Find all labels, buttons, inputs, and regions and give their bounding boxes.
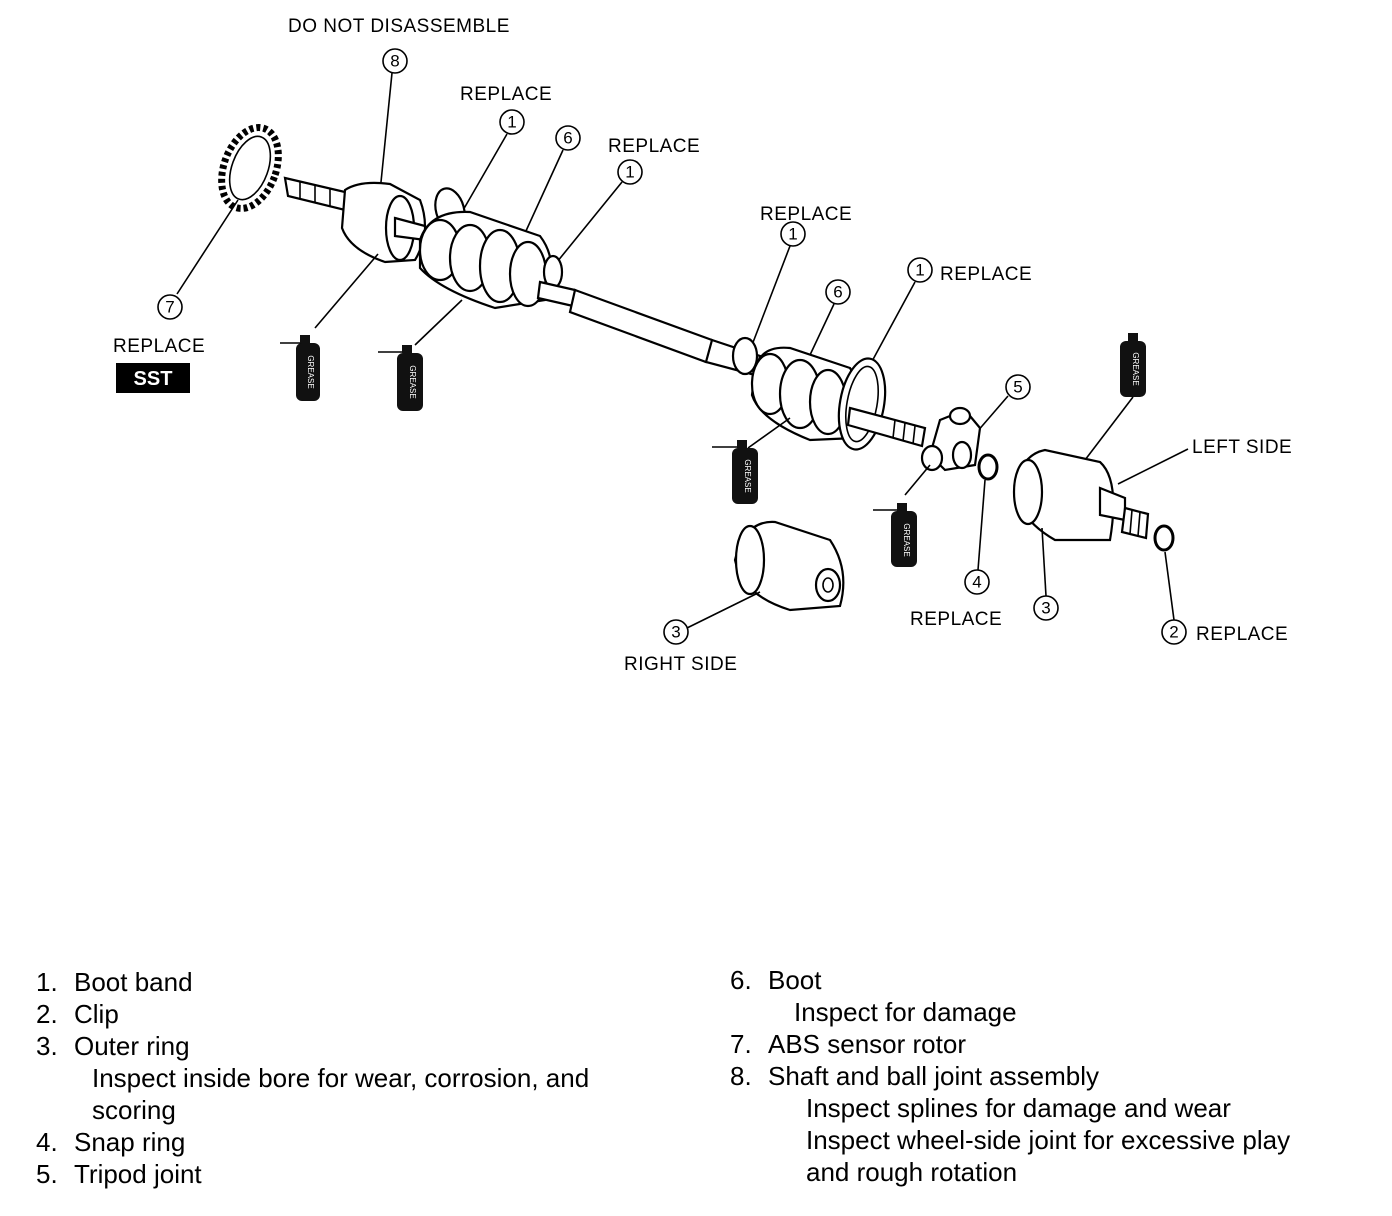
abs-sensor-rotor — [218, 124, 282, 212]
replace-label-1a: REPLACE — [460, 84, 552, 105]
callout-3-left: 3 — [1033, 527, 1059, 621]
boot-band-1c — [731, 336, 759, 376]
replace-label-1c: REPLACE — [760, 204, 852, 225]
svg-text:3: 3 — [1041, 599, 1050, 618]
clip — [1153, 524, 1175, 621]
svg-text:7: 7 — [165, 298, 174, 317]
grease-can-4: GREASE — [873, 464, 931, 567]
callout-1a: 1 — [461, 109, 525, 213]
legend-item-5: 5.Tripod joint — [36, 1159, 202, 1189]
legend-item-3: 3.Outer ring — [36, 1031, 190, 1061]
legend-right: 6.Boot Inspect for damage 7.ABS sensor r… — [730, 964, 1290, 1188]
grease-label-2: GREASE — [408, 365, 417, 398]
outer-ring-left — [1012, 448, 1150, 542]
sst-label: SST — [134, 368, 173, 390]
grease-can-3: GREASE — [712, 417, 791, 504]
legend-item-2: 2.Clip — [36, 999, 119, 1029]
svg-text:2: 2 — [1169, 623, 1178, 642]
replace-label-7: REPLACE — [113, 336, 205, 357]
do-not-disassemble-label: DO NOT DISASSEMBLE — [288, 16, 510, 37]
grease-can-2: GREASE — [378, 299, 463, 411]
svg-text:1: 1 — [788, 225, 797, 244]
callout-1c: 1 — [751, 221, 806, 346]
callout-1d: 1 — [869, 257, 933, 366]
legend-note-8c: and rough rotation — [806, 1157, 1018, 1187]
callout-1b: 1 — [556, 159, 643, 263]
svg-text:6: 6 — [563, 129, 572, 148]
svg-text:3: 3 — [671, 623, 680, 642]
replace-label-4: REPLACE — [910, 609, 1002, 630]
tripod-joint — [920, 406, 982, 472]
replace-label-1d: REPLACE — [940, 264, 1032, 285]
legend-item-7: 7.ABS sensor rotor — [730, 1029, 966, 1059]
legend-note-6a: Inspect for damage — [794, 997, 1017, 1027]
grease-label-3: GREASE — [743, 459, 752, 492]
legend-item-4: 4.Snap ring — [36, 1127, 186, 1157]
legend-item-1: 1.Boot band — [36, 967, 193, 997]
svg-text:8: 8 — [390, 52, 399, 71]
callout-3-right: 3 — [663, 591, 761, 645]
callout-8: 8 — [379, 48, 408, 193]
svg-text:6: 6 — [833, 283, 842, 302]
legend-note-8b: Inspect wheel-side joint for excessive p… — [806, 1125, 1291, 1155]
left-side-label: LEFT SIDE — [1192, 437, 1292, 458]
grease-can-5: GREASE — [1084, 333, 1146, 461]
replace-label-2: REPLACE — [1196, 624, 1288, 645]
callout-7: 7 — [157, 199, 239, 320]
exploded-driveshaft-diagram: DO NOT DISASSEMBLE 8 REPLACE 1 6 REPLACE… — [113, 16, 1292, 675]
callout-2: 2 — [1161, 619, 1187, 645]
callout-4: 4 — [964, 569, 990, 595]
grease-label-5: GREASE — [1131, 352, 1140, 385]
svg-text:5: 5 — [1013, 378, 1022, 397]
svg-text:1: 1 — [625, 163, 634, 182]
legend-note-3a: Inspect inside bore for wear, corrosion,… — [92, 1063, 590, 1093]
grease-label-4: GREASE — [902, 523, 911, 556]
svg-text:4: 4 — [972, 573, 981, 592]
boot-6a — [418, 210, 553, 310]
legend-item-8: 8.Shaft and ball joint assembly — [730, 1061, 1099, 1091]
svg-text:1: 1 — [507, 113, 516, 132]
left-side-leader — [1117, 448, 1189, 485]
callout-6b: 6 — [809, 279, 851, 356]
boot-6b — [750, 346, 863, 442]
legend-left: 1.Boot band 2.Clip 3.Outer ring Inspect … — [36, 966, 589, 1190]
grease-can-1: GREASE — [280, 253, 379, 401]
legend-item-6: 6.Boot — [730, 965, 822, 995]
legend-note-3b: scoring — [92, 1095, 176, 1125]
svg-text:1: 1 — [915, 261, 924, 280]
grease-label-1: GREASE — [306, 355, 315, 388]
sst-badge — [116, 363, 190, 393]
wheel-side-joint — [283, 176, 427, 264]
legend-note-8a: Inspect splines for damage and wear — [806, 1093, 1231, 1123]
outer-ring-right — [733, 520, 845, 612]
right-side-label: RIGHT SIDE — [624, 654, 737, 675]
shaft-splines — [846, 406, 927, 448]
shaft — [536, 280, 762, 377]
replace-label-1b: REPLACE — [608, 136, 700, 157]
snap-ring — [977, 453, 999, 571]
